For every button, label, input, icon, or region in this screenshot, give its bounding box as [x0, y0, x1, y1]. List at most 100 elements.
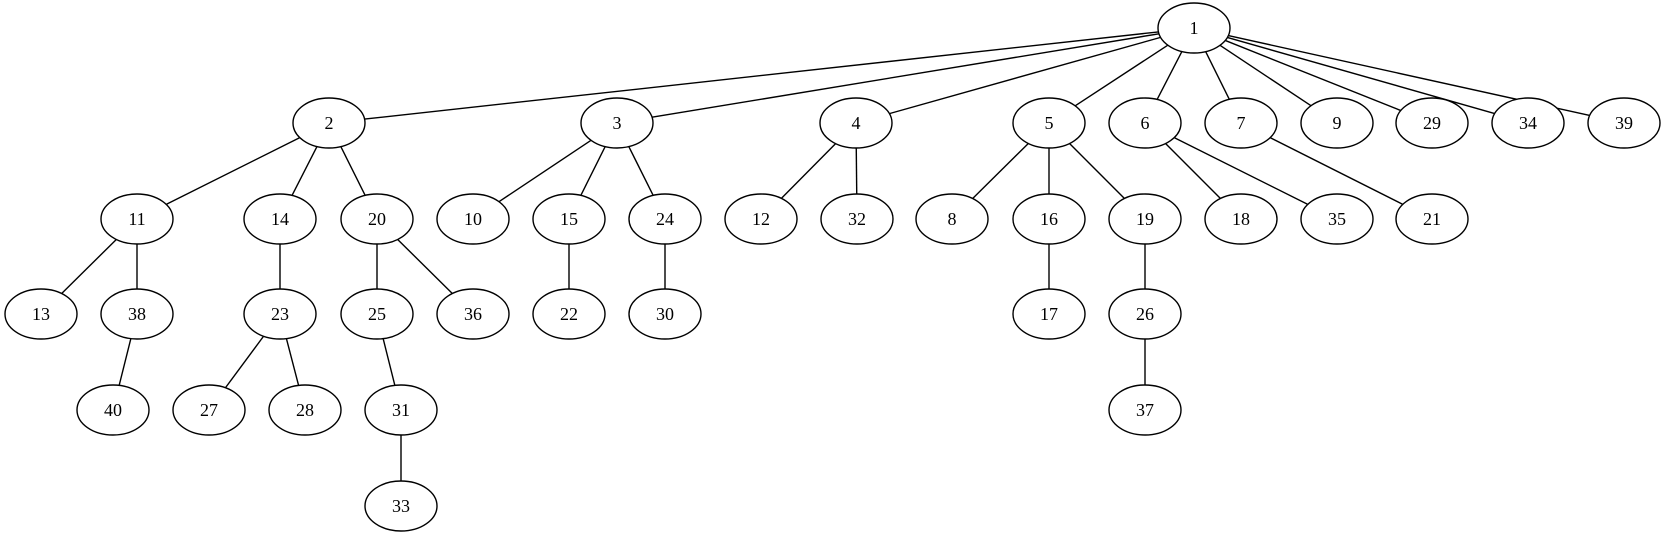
node-3: 3 — [580, 97, 654, 149]
node-label: 2 — [325, 113, 334, 133]
edge-5-8 — [972, 142, 1029, 200]
node-2: 2 — [292, 97, 366, 149]
node-10: 10 — [436, 193, 510, 245]
node-ellipse — [628, 193, 702, 245]
node-13: 13 — [4, 288, 78, 340]
node-label: 1 — [1190, 18, 1199, 38]
node-label: 20 — [368, 209, 386, 229]
node-ellipse — [243, 288, 317, 340]
node-label: 23 — [271, 304, 289, 324]
node-label: 3 — [613, 113, 622, 133]
edge-23-28 — [285, 338, 300, 386]
node-ellipse — [1108, 384, 1182, 436]
node-label: 25 — [368, 304, 386, 324]
node-ellipse — [1587, 97, 1661, 149]
node-label: 32 — [848, 209, 866, 229]
node-label: 12 — [752, 209, 770, 229]
node-label: 37 — [1136, 400, 1154, 420]
edge-1-6 — [1156, 51, 1183, 100]
edge-23-27 — [224, 335, 265, 389]
node-label: 8 — [948, 209, 957, 229]
node-37: 37 — [1108, 384, 1182, 436]
edge-3-10 — [498, 139, 592, 203]
node-label: 38 — [128, 304, 146, 324]
node-label: 29 — [1423, 113, 1441, 133]
node-ellipse — [340, 288, 414, 340]
node-1: 1 — [1157, 2, 1231, 54]
node-38: 38 — [100, 288, 174, 340]
node-ellipse — [364, 384, 438, 436]
node-ellipse — [1012, 193, 1086, 245]
node-ellipse — [243, 193, 317, 245]
edge-1-2 — [364, 31, 1159, 120]
node-6: 6 — [1108, 97, 1182, 149]
node-ellipse — [268, 384, 342, 436]
node-ellipse — [1300, 193, 1374, 245]
node-ellipse — [364, 480, 438, 532]
edge-1-5 — [1074, 44, 1169, 107]
node-ellipse — [1108, 193, 1182, 245]
node-15: 15 — [532, 193, 606, 245]
node-label: 9 — [1333, 113, 1342, 133]
node-16: 16 — [1012, 193, 1086, 245]
edge-7-21 — [1269, 137, 1404, 205]
node-label: 11 — [128, 209, 145, 229]
node-11: 11 — [100, 193, 174, 245]
edge-1-29 — [1224, 39, 1402, 112]
node-9: 9 — [1300, 97, 1374, 149]
edge-3-24 — [628, 146, 654, 196]
node-20: 20 — [340, 193, 414, 245]
node-25: 25 — [340, 288, 414, 340]
node-14: 14 — [243, 193, 317, 245]
node-ellipse — [100, 193, 174, 245]
node-label: 36 — [464, 304, 482, 324]
node-32: 32 — [820, 193, 894, 245]
tree-edges — [61, 31, 1590, 481]
node-label: 21 — [1423, 209, 1441, 229]
node-label: 22 — [560, 304, 578, 324]
edge-25-31 — [382, 338, 396, 386]
node-label: 7 — [1237, 113, 1246, 133]
edge-38-40 — [118, 338, 132, 386]
node-label: 18 — [1232, 209, 1250, 229]
node-ellipse — [340, 193, 414, 245]
edge-1-9 — [1219, 44, 1312, 107]
node-ellipse — [1300, 97, 1374, 149]
node-label: 39 — [1615, 113, 1633, 133]
node-26: 26 — [1108, 288, 1182, 340]
node-36: 36 — [436, 288, 510, 340]
node-ellipse — [172, 384, 246, 436]
node-23: 23 — [243, 288, 317, 340]
node-30: 30 — [628, 288, 702, 340]
edge-1-3 — [651, 33, 1160, 118]
node-label: 24 — [656, 209, 674, 229]
node-29: 29 — [1395, 97, 1469, 149]
node-ellipse — [1395, 193, 1469, 245]
edge-5-19 — [1069, 143, 1125, 199]
node-35: 35 — [1300, 193, 1374, 245]
node-17: 17 — [1012, 288, 1086, 340]
edge-3-15 — [580, 146, 606, 196]
node-33: 33 — [364, 480, 438, 532]
node-ellipse — [1204, 193, 1278, 245]
node-label: 26 — [1136, 304, 1154, 324]
node-label: 13 — [32, 304, 50, 324]
edge-1-34 — [1227, 36, 1495, 115]
node-label: 15 — [560, 209, 578, 229]
edge-1-4 — [889, 36, 1161, 115]
node-ellipse — [4, 288, 78, 340]
node-8: 8 — [915, 193, 989, 245]
node-34: 34 — [1491, 97, 1565, 149]
node-label: 27 — [200, 400, 218, 420]
edge-6-35 — [1173, 136, 1309, 206]
node-label: 28 — [296, 400, 314, 420]
node-21: 21 — [1395, 193, 1469, 245]
node-label: 35 — [1328, 209, 1346, 229]
node-19: 19 — [1108, 193, 1182, 245]
node-ellipse — [819, 97, 893, 149]
node-ellipse — [1108, 97, 1182, 149]
node-ellipse — [1491, 97, 1565, 149]
node-ellipse — [628, 288, 702, 340]
